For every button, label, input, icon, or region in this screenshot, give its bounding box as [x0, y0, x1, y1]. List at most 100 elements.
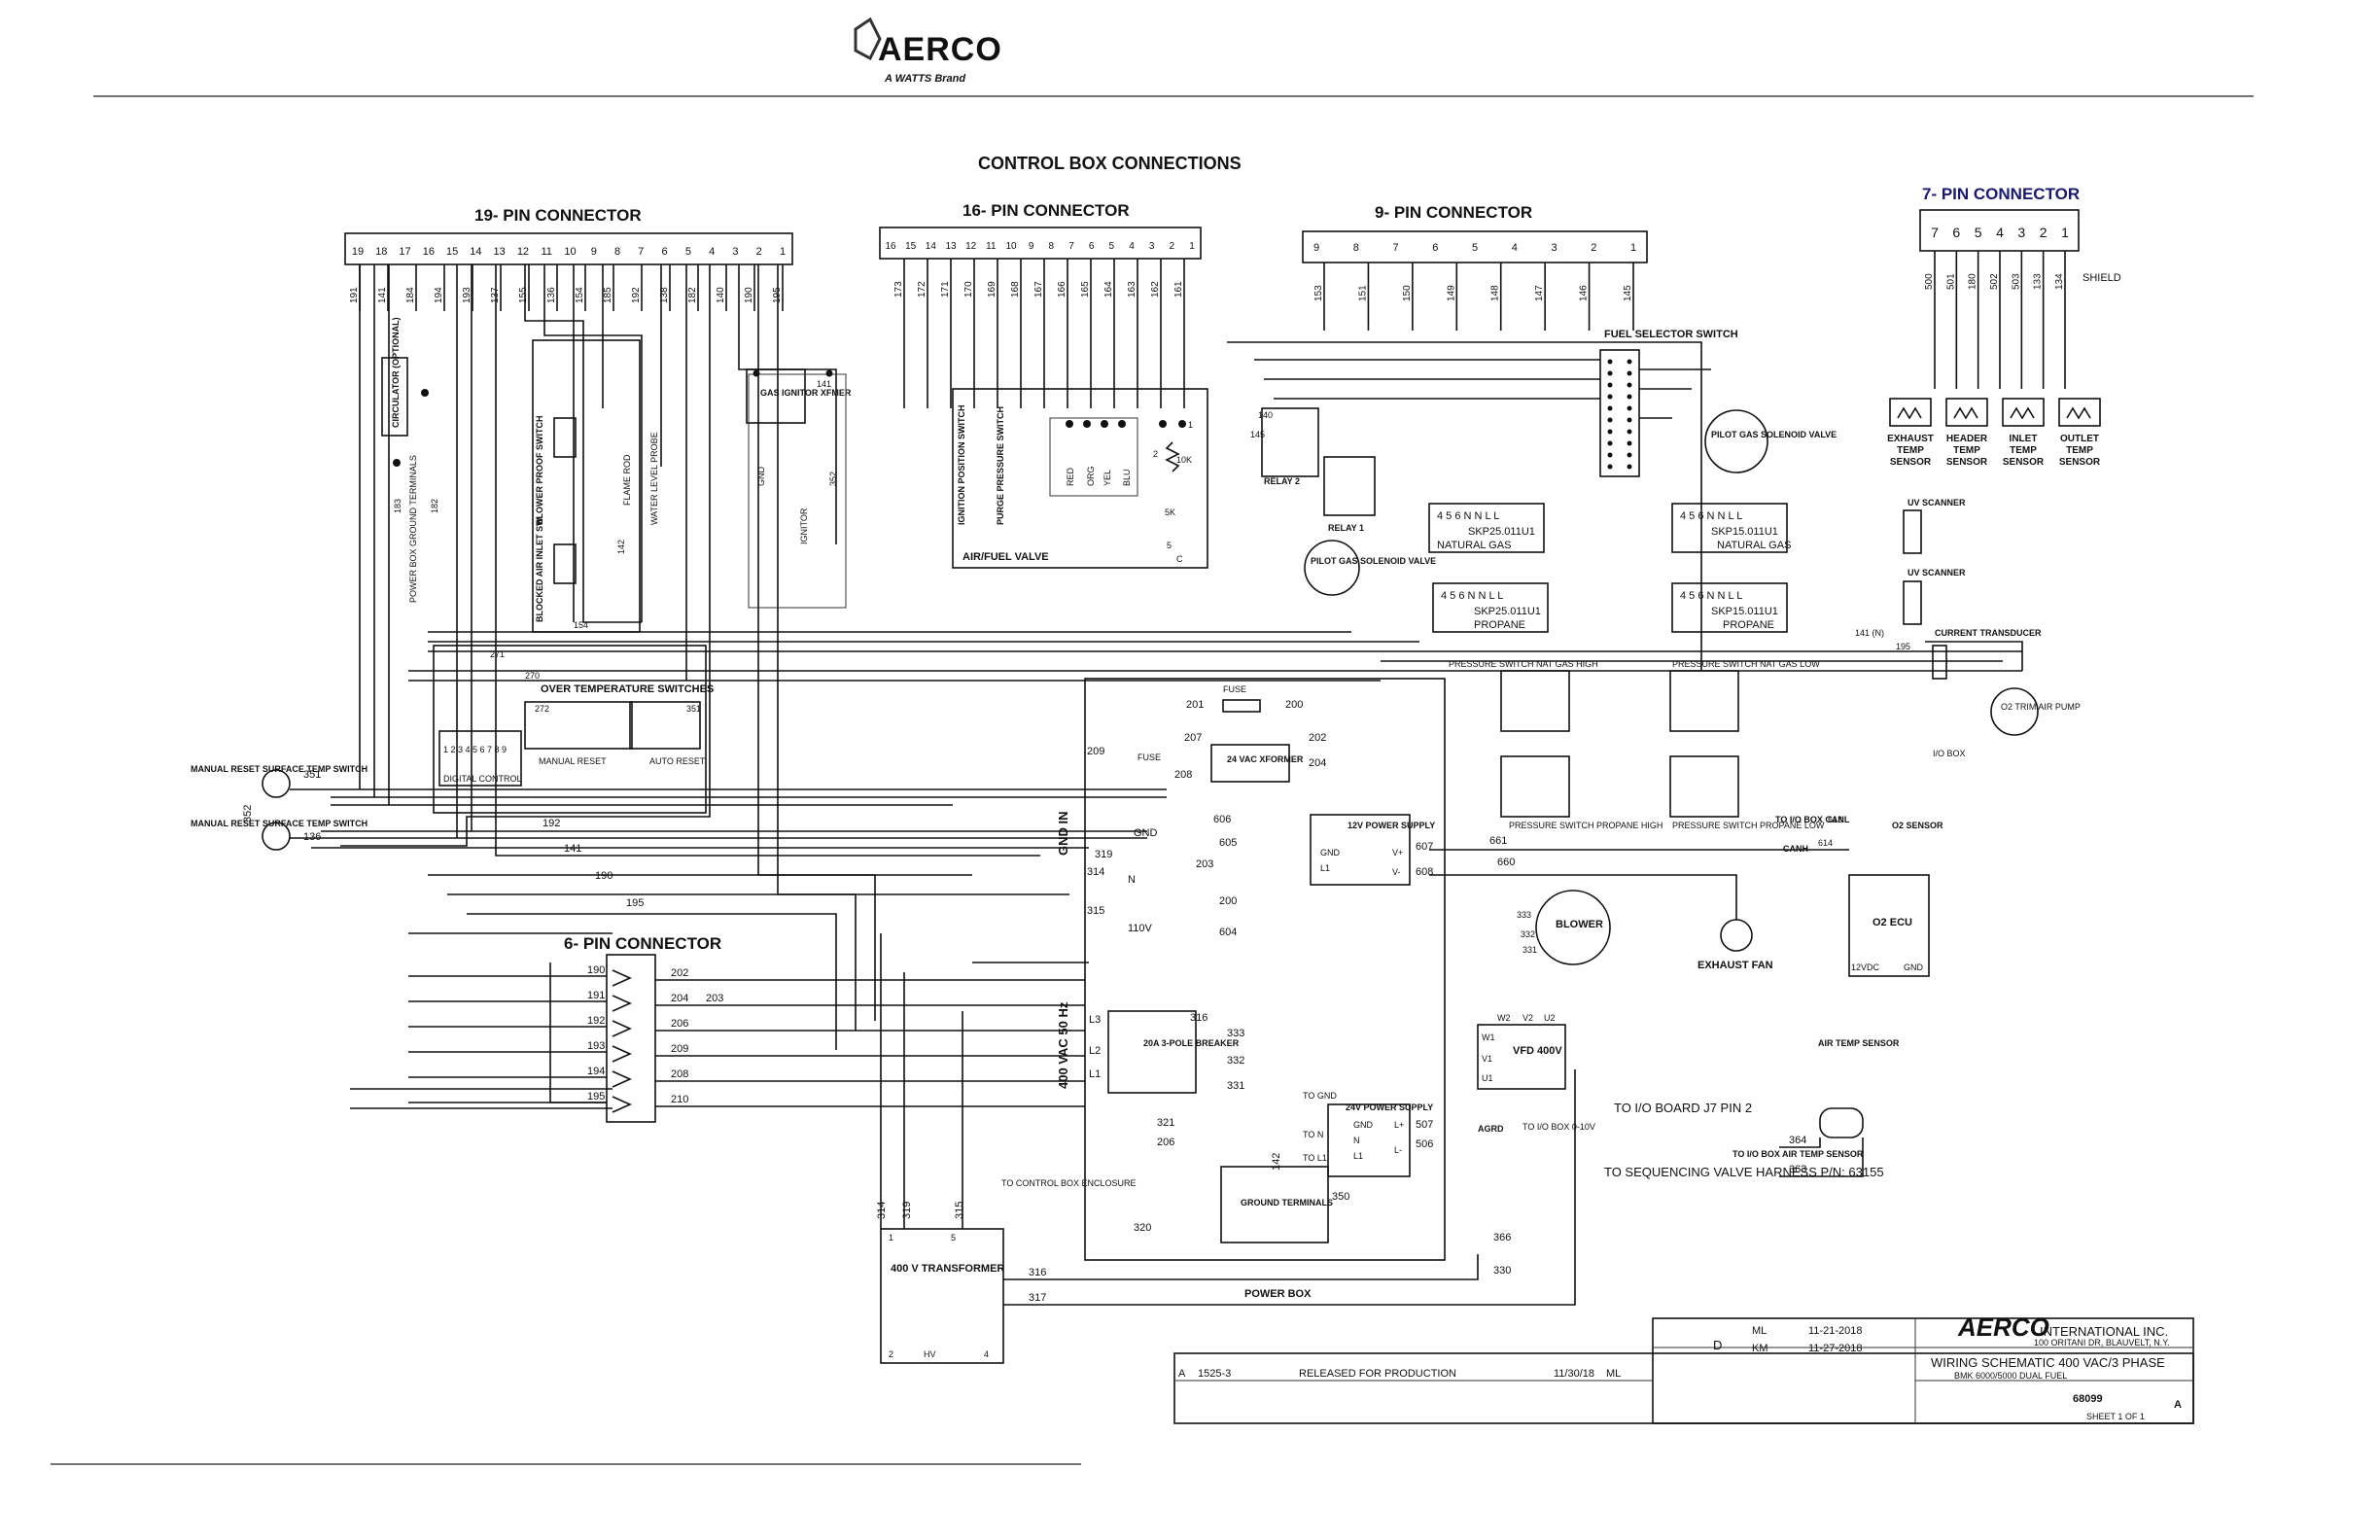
diagram-title: CONTROL BOX CONNECTIONS [978, 154, 1242, 173]
pin-label: 9 [591, 246, 597, 258]
pin-label: 15 [905, 241, 917, 252]
contact [1627, 359, 1632, 365]
svg-text:331: 331 [1522, 945, 1537, 955]
svg-text:SKP15.011U1: SKP15.011U1 [1711, 526, 1778, 538]
address-label: 100 ORITANI DR, BLAUVELT, N.Y. [2034, 1338, 2170, 1348]
svg-text:GND: GND [1134, 827, 1158, 839]
contact [1607, 417, 1613, 423]
pin-label: 1 [2061, 225, 2069, 240]
svg-text:SKP15.011U1: SKP15.011U1 [1711, 606, 1778, 617]
svg-text:L-: L- [1394, 1145, 1402, 1155]
svg-text:U2: U2 [1544, 1013, 1556, 1023]
svg-text:142: 142 [616, 540, 626, 554]
to-control-box-label: TO CONTROL BOX ENCLOSURE [1001, 1178, 1137, 1188]
air-fuel-valve-label: AIR/FUEL VALVE [962, 551, 1049, 563]
sensor-label-line: SENSOR [1946, 457, 1988, 468]
contact [1607, 394, 1613, 400]
sensor-box [1945, 398, 1988, 427]
svg-text:ML: ML [1752, 1325, 1767, 1337]
pin-label: 2 [756, 246, 762, 258]
pin-label: 3 [1551, 242, 1557, 254]
contact [1627, 417, 1632, 423]
pin-chevron [612, 969, 632, 987]
svg-text:608: 608 [1416, 866, 1433, 878]
pin-label: 7 [1392, 242, 1398, 254]
contact [1627, 452, 1632, 458]
pin-label: 6 [662, 246, 668, 258]
company-label: INTERNATIONAL INC. [2040, 1324, 2168, 1339]
svg-text:209: 209 [1087, 746, 1104, 757]
sensor-icon [2066, 406, 2091, 420]
svg-text:PROPANE: PROPANE [1723, 619, 1774, 631]
pin-label: 8 [1353, 242, 1359, 254]
agrd-label: AGRD [1478, 1124, 1504, 1134]
ps-propane-high-label: PRESSURE SWITCH PROPANE HIGH [1509, 821, 1662, 830]
pin-label: 6 [1089, 241, 1095, 252]
wire-label: 161 [1173, 281, 1184, 298]
breaker-label: 20A 3-POLE BREAKER [1143, 1038, 1240, 1048]
skp-actuators: 4 5 6 N N L L SKP25.011U1 NATURAL GAS 4 … [1428, 503, 1791, 633]
svg-text:333: 333 [1227, 1028, 1244, 1039]
wire-label: 167 [1033, 281, 1044, 298]
svg-text:604: 604 [1219, 927, 1237, 938]
wire-label: 202 [671, 967, 688, 979]
pin-chevron [612, 995, 632, 1012]
connector-9-title: 9- PIN CONNECTOR [1375, 203, 1532, 222]
wire-label: 203 [706, 993, 723, 1004]
svg-text:YEL: YEL [1102, 470, 1112, 486]
wire-label: 184 [405, 287, 416, 303]
svg-text:506: 506 [1416, 1138, 1433, 1150]
fuse-label-1: FUSE [1223, 684, 1246, 694]
svg-text:613: 613 [1828, 815, 1842, 824]
title-block: AERCO INTERNATIONAL INC. 100 ORITANI DR,… [1173, 1312, 2194, 1424]
svg-text:204: 204 [1309, 757, 1326, 769]
svg-text:333: 333 [1517, 910, 1531, 920]
svg-text:N: N [1353, 1136, 1360, 1145]
contact [1607, 370, 1613, 376]
svg-text:271: 271 [490, 649, 505, 659]
wire-label: 147 [1534, 285, 1545, 301]
contact [1627, 440, 1632, 446]
brand-sub: A WATTS Brand [884, 73, 965, 85]
svg-text:L+: L+ [1394, 1120, 1404, 1130]
svg-text:607: 607 [1416, 841, 1433, 853]
pilot-gas-valve-label-1: PILOT GAS SOLENOID VALVE [1311, 556, 1436, 566]
svg-text:141 (N): 141 (N) [1855, 628, 1884, 638]
wire-label: 166 [1057, 281, 1068, 298]
svg-text:141: 141 [817, 379, 831, 389]
fuel-selector-label: FUEL SELECTOR SWITCH [1604, 329, 1738, 340]
to-io-010-label: TO I/O BOX 0-10V [1522, 1122, 1595, 1132]
svg-text:ML: ML [1606, 1368, 1621, 1380]
svg-text:AERCO: AERCO [1957, 1312, 2049, 1342]
svg-text:195: 195 [626, 897, 644, 909]
air-temp-sensor: AIR TEMP SENSOR TO I/O BOX AIR TEMP SENS… [1732, 1038, 1900, 1177]
svg-text:GND: GND [1320, 848, 1341, 858]
current-transducer-label: CURRENT TRANSDUCER [1935, 628, 2042, 638]
contact [1607, 452, 1613, 458]
contact [1627, 382, 1632, 388]
pressure-switches: PRESSURE SWITCH NAT GAS HIGH PRESSURE SW… [1449, 659, 1825, 830]
power-box-gnd-label: POWER BOX GROUND TERMINALS [408, 455, 418, 603]
svg-text:316: 316 [1029, 1267, 1046, 1278]
svg-text:GND: GND [756, 467, 766, 487]
svg-text:5: 5 [951, 1233, 956, 1242]
pin-label: 4 [709, 246, 715, 258]
over-temp-switches: OVER TEMPERATURE SWITCHES MANUAL RESET A… [433, 645, 714, 814]
wire-label: 164 [1103, 281, 1114, 298]
ps12-label: 12V POWER SUPPLY [1348, 821, 1435, 830]
air-fuel-valve: AIR/FUEL VALVE IGNITION POSITION SWITCH … [952, 388, 1208, 569]
auto-reset-label: AUTO RESET [649, 756, 706, 766]
svg-text:4 5 6 N N L L: 4 5 6 N N L L [1680, 590, 1742, 602]
wire-label: 172 [917, 281, 928, 298]
surface-temp-switches: MANUAL RESET SURFACE TEMP SWITCH 351 MAN… [191, 764, 368, 851]
svg-text:4 5 6 N N L L: 4 5 6 N N L L [1437, 510, 1499, 522]
connector-16-title: 16- PIN CONNECTOR [962, 201, 1130, 220]
to-io-board-label: TO I/O BOARD J7 PIN 2 [1614, 1101, 1752, 1115]
svg-text:HV: HV [924, 1349, 936, 1359]
